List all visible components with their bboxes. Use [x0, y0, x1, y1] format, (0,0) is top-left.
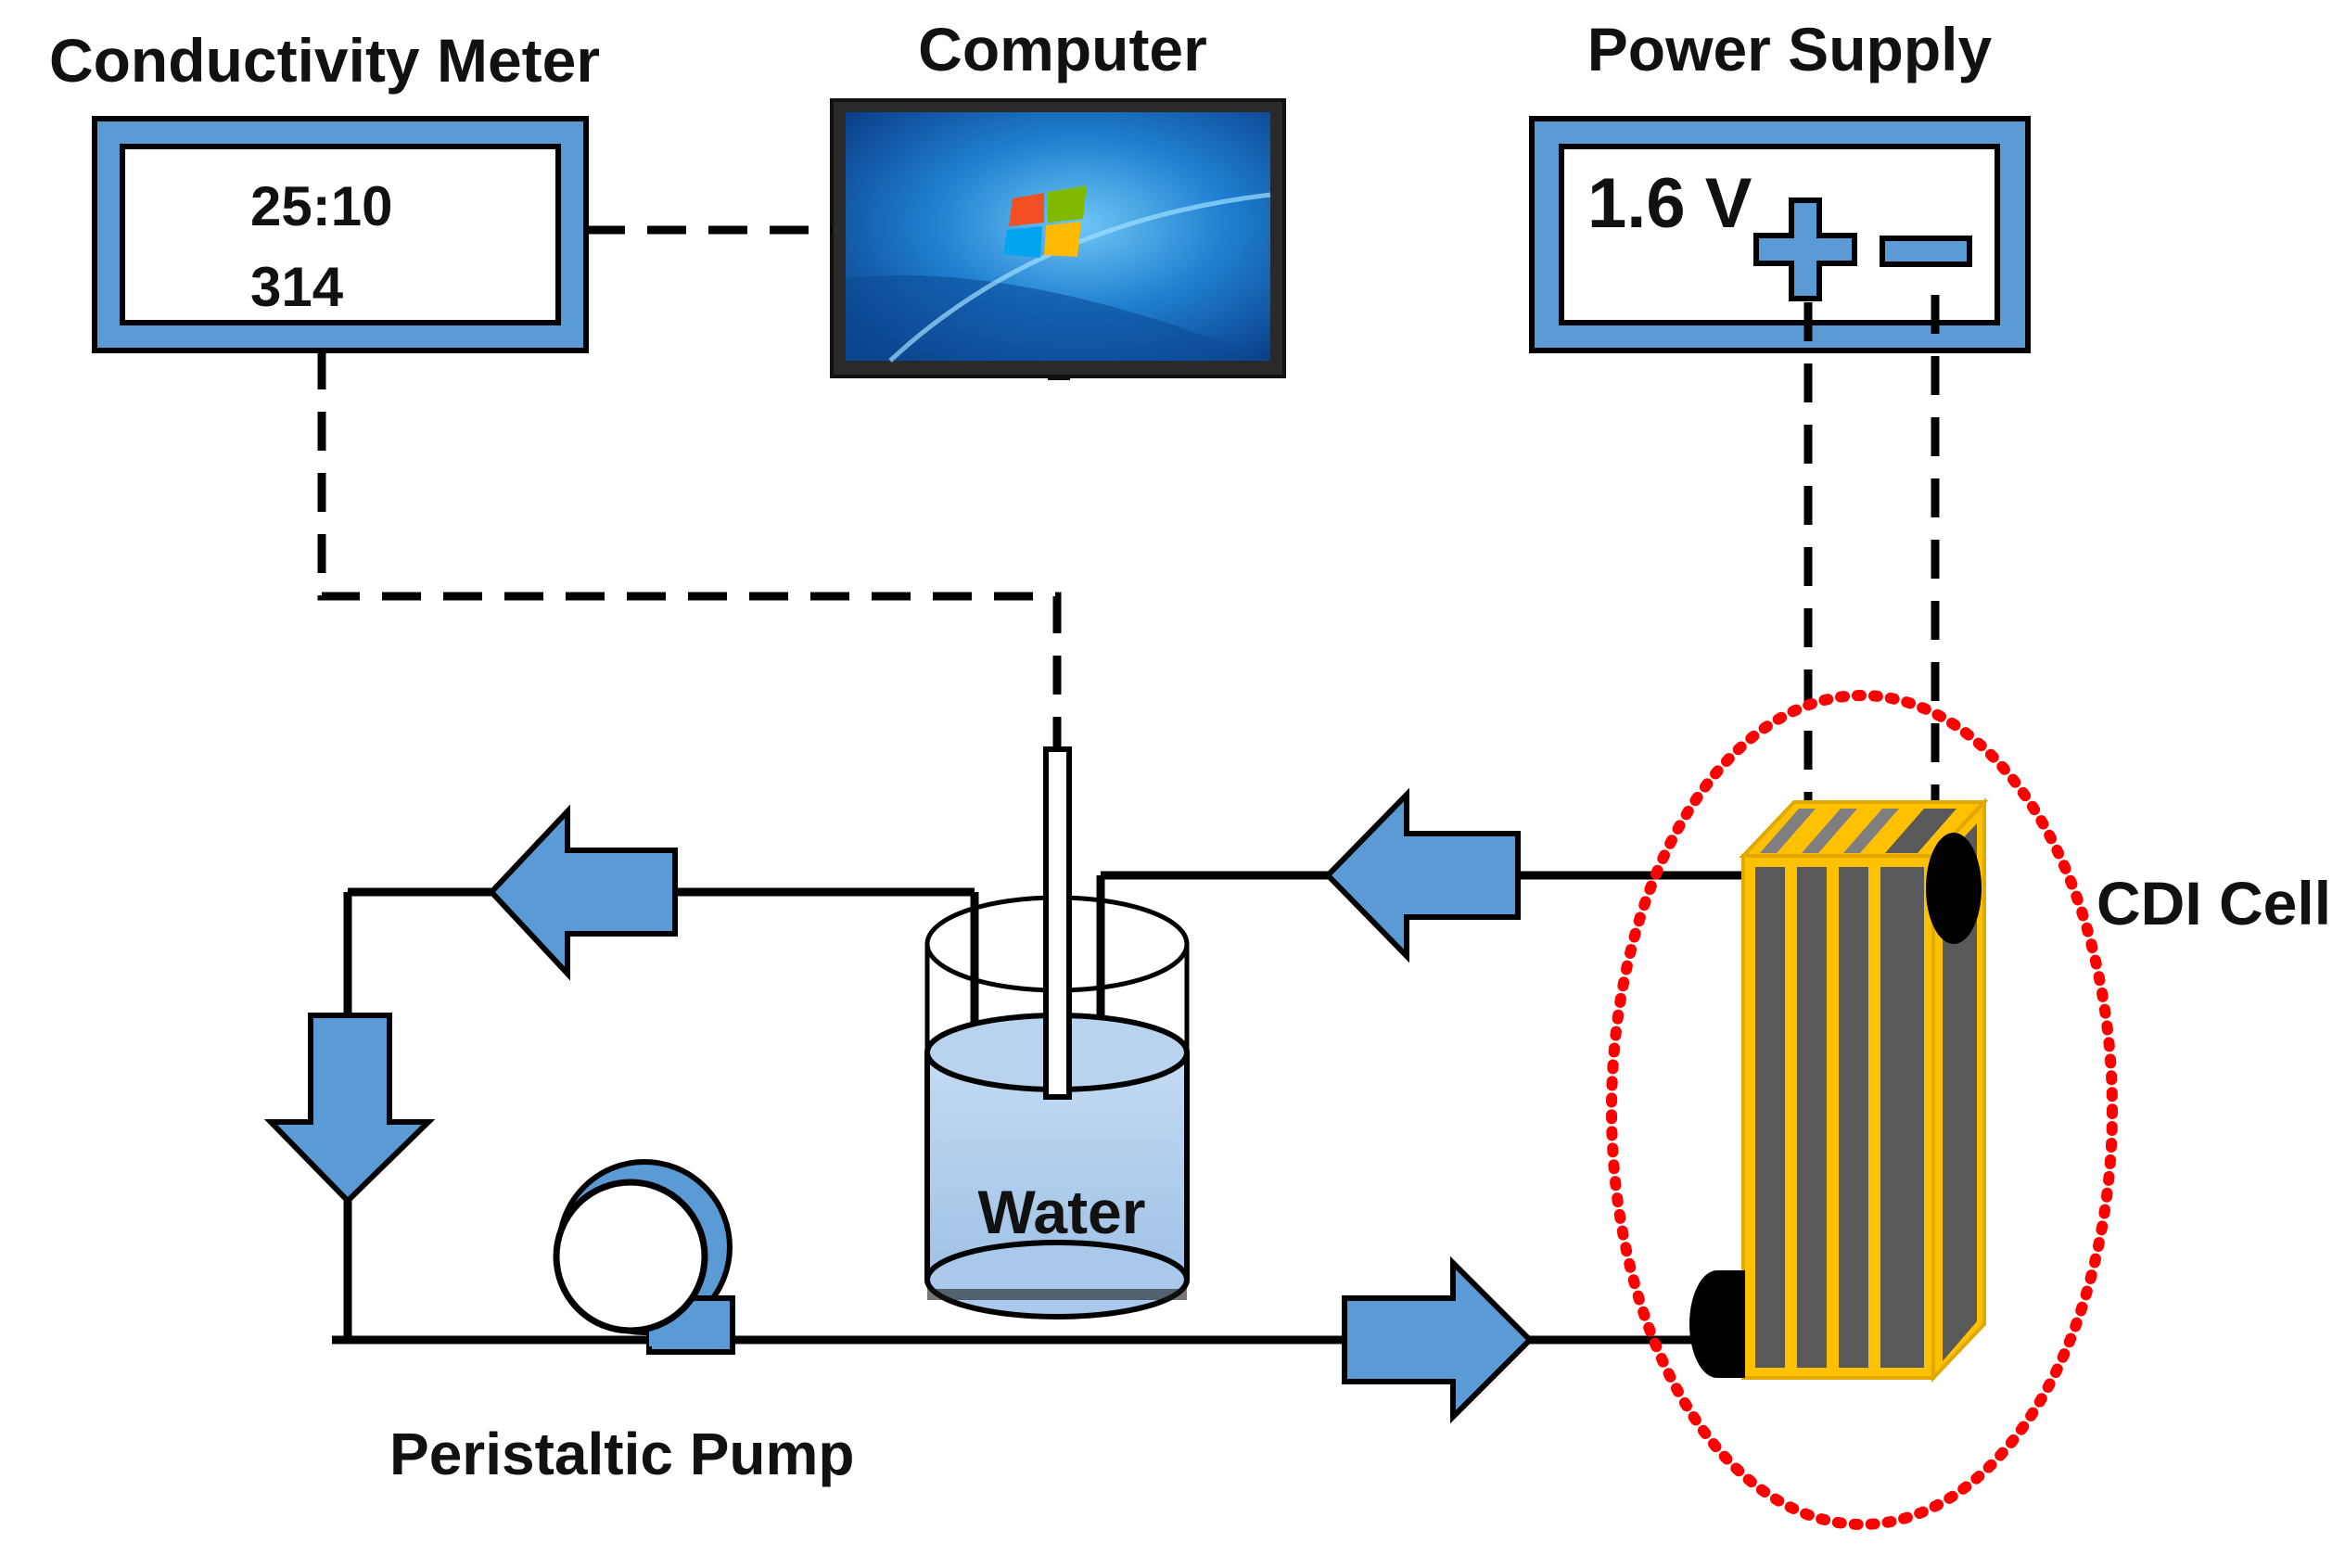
cdi-cell-label: CDI Cell — [2096, 869, 2331, 937]
power-supply-voltage: 1.6 V — [1587, 164, 1752, 243]
cdi-cell-highlight — [1606, 690, 2118, 1530]
meter-conductivity-readout: 314 — [250, 256, 344, 318]
meter-time-readout: 25:10 — [250, 175, 392, 237]
negative-terminal-icon — [1880, 236, 1972, 267]
signal-connections — [317, 225, 1940, 825]
positive-terminal-icon — [1753, 198, 1857, 301]
water-label: Water — [978, 1178, 1146, 1246]
flow-arrow-down — [263, 1013, 436, 1205]
windows-logo-icon — [1003, 185, 1087, 258]
cdi-cell — [1739, 797, 1989, 1383]
flow-arrow-right-bottom — [1342, 1256, 1535, 1424]
cdi-outlet-port — [1926, 833, 1982, 944]
cdi-inlet-port — [1689, 1270, 1745, 1378]
flow-arrow-left-top — [487, 804, 678, 981]
conductivity-meter — [92, 116, 589, 353]
power-supply-label: Power Supply — [1587, 15, 1993, 83]
flow-arrow-left-right — [1323, 787, 1521, 963]
conductivity-probe — [1043, 746, 1072, 1100]
peristaltic-pump-label: Peristaltic Pump — [389, 1421, 855, 1487]
peristaltic-pump-icon — [553, 1159, 735, 1355]
computer-label: Computer — [918, 15, 1207, 83]
conductivity-meter-label: Conductivity Meter — [49, 26, 600, 95]
